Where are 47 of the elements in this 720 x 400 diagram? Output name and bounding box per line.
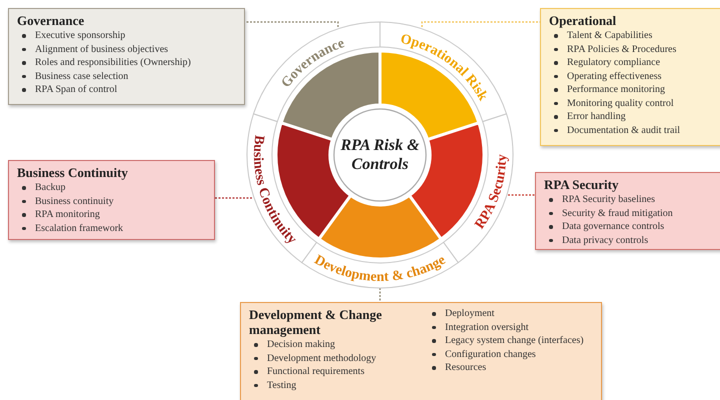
list-item: Regulatory compliance <box>567 57 660 68</box>
info-card <box>240 302 602 400</box>
list-item: Business continuity <box>35 196 114 206</box>
list-item: Data governance controls <box>562 221 664 232</box>
wheel-segment <box>301 194 459 288</box>
list-item: Resources <box>445 362 486 373</box>
list-item: Configuration changes <box>445 348 536 360</box>
list-item: Error handling <box>567 111 626 122</box>
list-item: Talent & Capabilities <box>567 30 652 41</box>
connector-line <box>379 288 381 303</box>
card-heading: RPA Security <box>544 177 620 192</box>
list-item: Documentation & audit trail <box>567 124 680 136</box>
info-card <box>540 8 720 146</box>
list-item: Decision making <box>267 339 336 350</box>
connector-line <box>215 197 253 199</box>
list-item: Escalation framework <box>35 222 124 234</box>
list-item: Development methodology <box>267 352 376 364</box>
connector-line <box>507 194 535 196</box>
list-item: Monitoring quality control <box>567 98 674 108</box>
list-item: Roles and responsibilities (Ownership) <box>35 57 191 68</box>
list-item: Operating effectiveness <box>567 70 662 82</box>
card-heading: Development & Change management <box>249 307 383 337</box>
info-card <box>535 172 720 250</box>
list-item: Legacy system change (interfaces) <box>445 335 584 346</box>
list-item: Data privacy controls <box>562 234 648 246</box>
list-item: Testing <box>267 380 296 390</box>
info-card <box>8 8 245 105</box>
list-item: RPA Security baselines <box>562 194 655 205</box>
list-item: Performance monitoring <box>567 84 666 95</box>
list-item: Functional requirements <box>267 366 364 377</box>
list-item: RPA Policies & Procedures <box>567 44 676 54</box>
connector-line <box>245 21 339 27</box>
list-item: Alignment of business objectives <box>35 44 168 54</box>
list-item: Backup <box>35 182 66 193</box>
info-card <box>8 160 215 240</box>
list-item: RPA monitoring <box>35 209 100 220</box>
list-item: Security & fraud mitigation <box>562 208 673 218</box>
list-item: RPA Span of control <box>35 84 118 95</box>
hub-title: RPA Risk & Controls <box>340 136 420 174</box>
card-heading: Business Continuity <box>17 165 129 180</box>
list-item: Executive sponsorship <box>35 30 126 41</box>
connector-line <box>421 21 540 27</box>
list-item: Deployment <box>445 308 494 319</box>
card-heading: Governance <box>17 13 86 28</box>
list-item: Business case selection <box>35 70 128 82</box>
list-item: Integration oversight <box>445 322 529 332</box>
card-heading: Operational <box>549 13 618 28</box>
